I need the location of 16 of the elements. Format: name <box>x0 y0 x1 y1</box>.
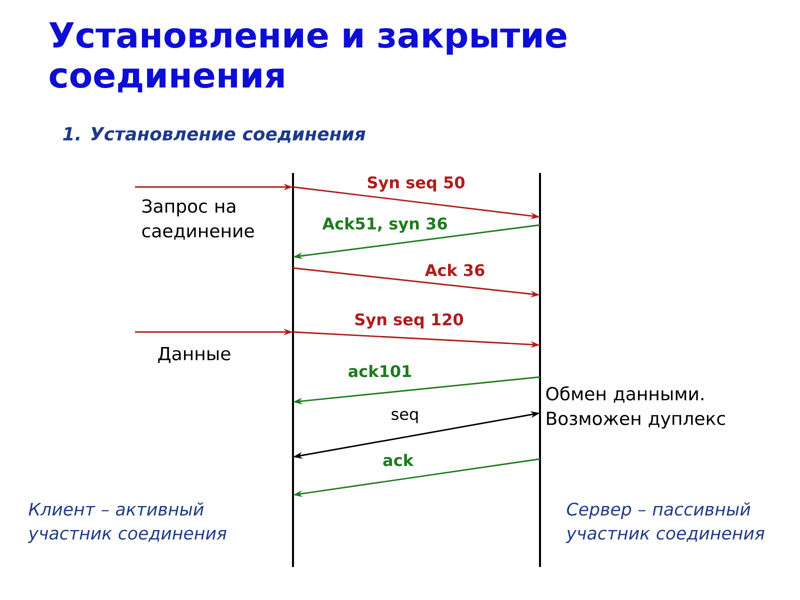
note-text: Обмен данными. Возможен дуплекс <box>546 386 725 429</box>
edge-label: ack101 <box>348 364 412 378</box>
lifeline <box>539 172 541 568</box>
edge-label: ack <box>383 454 414 466</box>
edge-label: Ack 36 <box>424 264 484 276</box>
lifeline <box>292 172 294 568</box>
note-text: Данные <box>158 347 230 363</box>
edge-label: Syn seq 50 <box>368 176 465 192</box>
participant-caption: Сервер – пассивный участник соединения <box>566 502 764 544</box>
participant-caption: Клиент – активный участник соединения <box>28 502 226 544</box>
diagram-title: Установление и закрытие соединения <box>49 22 566 92</box>
note-text: Запрос на саединение <box>142 199 254 240</box>
section-heading: 1. Установление соединения <box>63 127 366 143</box>
edge-label: Syn seq 120 <box>355 313 464 329</box>
edge-label: Ack51, syn 36 <box>322 217 447 233</box>
edge-label: seq <box>392 410 418 424</box>
